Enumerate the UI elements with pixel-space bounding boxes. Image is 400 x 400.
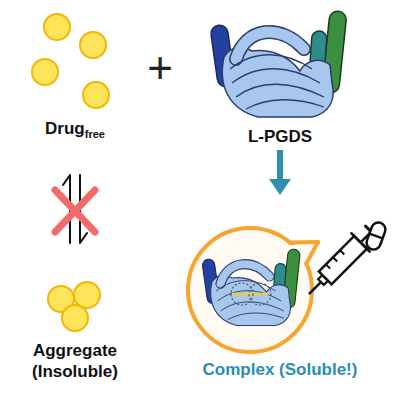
cross-stroke (55, 190, 95, 232)
subscript-label: free (85, 128, 105, 140)
drug-molecule (32, 59, 58, 85)
strand-line (230, 55, 312, 69)
drug-molecule (83, 82, 109, 108)
bubble-tail (306, 242, 318, 264)
strand-line (232, 69, 320, 83)
label-group: Drugfree (20, 118, 130, 145)
bound-drug (249, 283, 271, 305)
reaction-arrow (269, 150, 291, 195)
bound-drug-axis (232, 293, 268, 296)
aggregate-node: Aggregate (Insoluble) (15, 265, 135, 385)
strand-line (246, 100, 324, 109)
tick (333, 257, 337, 261)
strand-line (216, 281, 275, 291)
strand-line (228, 313, 284, 320)
arrow-shaft (277, 150, 283, 179)
node-art (200, 5, 360, 145)
plus-sign: + (143, 46, 177, 90)
strand-line (221, 302, 284, 311)
arrow-head (269, 179, 291, 195)
drug-molecule (62, 305, 88, 331)
capsule-body (365, 220, 388, 251)
drug-molecule (44, 14, 70, 40)
cross-stroke (55, 190, 95, 232)
drug-group: Drugfree (20, 10, 130, 150)
node-label: Drug (45, 119, 85, 138)
tick (340, 250, 344, 254)
bubble-tail (290, 240, 318, 245)
capsule-icon (365, 220, 388, 251)
protein-node: L-PGDS (200, 5, 360, 145)
node-label: Aggregate (Insoluble) (15, 340, 135, 382)
node-label: L-PGDS (200, 126, 360, 147)
drug-molecule (74, 282, 100, 308)
bound-drug (231, 283, 253, 305)
blocked-mark (55, 190, 95, 232)
node-label: Complex (Soluble!) (172, 359, 388, 380)
capsule-seam (369, 234, 382, 239)
protein-hand (202, 249, 301, 326)
strand-line (236, 84, 324, 97)
tick (326, 264, 330, 268)
drug-molecule (80, 32, 106, 58)
